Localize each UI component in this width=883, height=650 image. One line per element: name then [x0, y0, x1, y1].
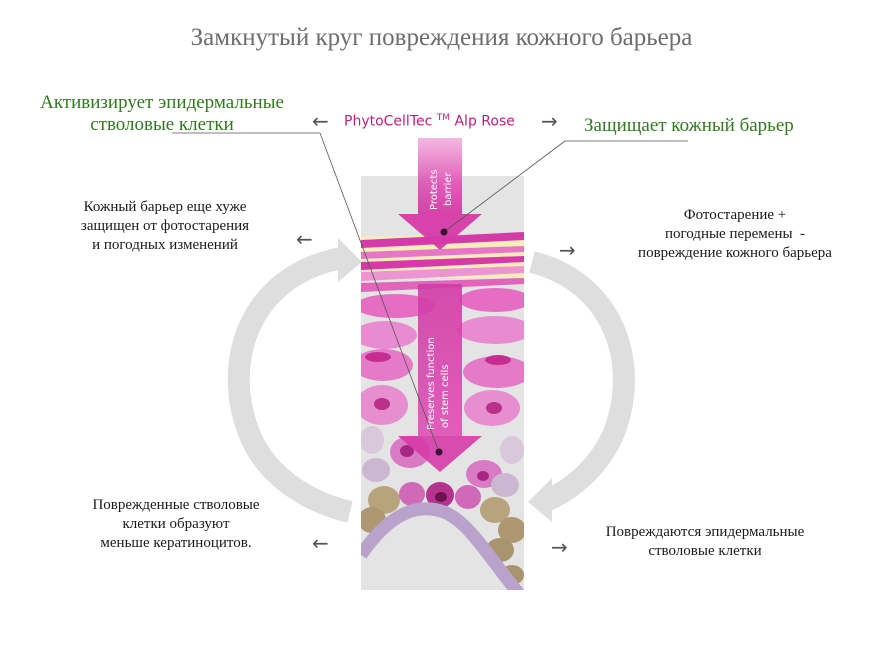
right-arrow-icon: → — [541, 109, 558, 133]
left-arrow-icon-lower: ← — [312, 531, 329, 555]
activates-stem-cells-label: Активизирует эпидермальные стволовые кле… — [40, 92, 284, 135]
pointer-lines — [172, 132, 688, 453]
preserves-text-2: of stem cells — [440, 365, 451, 428]
brand-product: Alp Rose — [454, 113, 515, 130]
protects-text-1: Protects — [429, 169, 440, 210]
page-title: Замкнутый круг повреждения кожного барье… — [190, 24, 693, 51]
brand-tm: TM — [436, 113, 451, 123]
brand-name: PhytoCellTec — [344, 113, 433, 130]
protects-barrier-label: Защищает кожный барьер — [584, 115, 794, 136]
left-arrow-icon: ← — [312, 109, 329, 133]
left-arrow-icon-upper: ← — [296, 227, 313, 251]
protects-barrier-arrow — [398, 138, 482, 250]
cycle-arrowhead-left — [338, 238, 362, 282]
cycle-arrowhead-right — [528, 478, 552, 522]
left-upper-label: Кожный барьер еще хуже защищен от фотост… — [80, 199, 250, 253]
right-arrow-icon-lower: → — [551, 535, 568, 559]
cycle-arrow-left — [227, 247, 353, 523]
left-lower-label: Поврежденные стволовые клетки образуют м… — [92, 497, 260, 551]
right-arrow-icon-upper: → — [559, 238, 576, 262]
preserves-text-1: Preserves function — [426, 337, 437, 430]
protects-text-2: barrier — [443, 172, 454, 206]
right-upper-label: Фотостарение + погодные перемены - повре… — [638, 207, 832, 261]
brand-label: PhytoCellTec TM Alp Rose — [344, 113, 515, 130]
preserves-stem-cells-arrow — [398, 284, 482, 472]
pointer-dot-barrier — [440, 228, 448, 236]
cycle-arrow-right — [529, 251, 635, 511]
right-lower-label: Повреждаются эпидермальные стволовые кле… — [605, 524, 805, 559]
pointer-dot-stem — [435, 448, 443, 456]
